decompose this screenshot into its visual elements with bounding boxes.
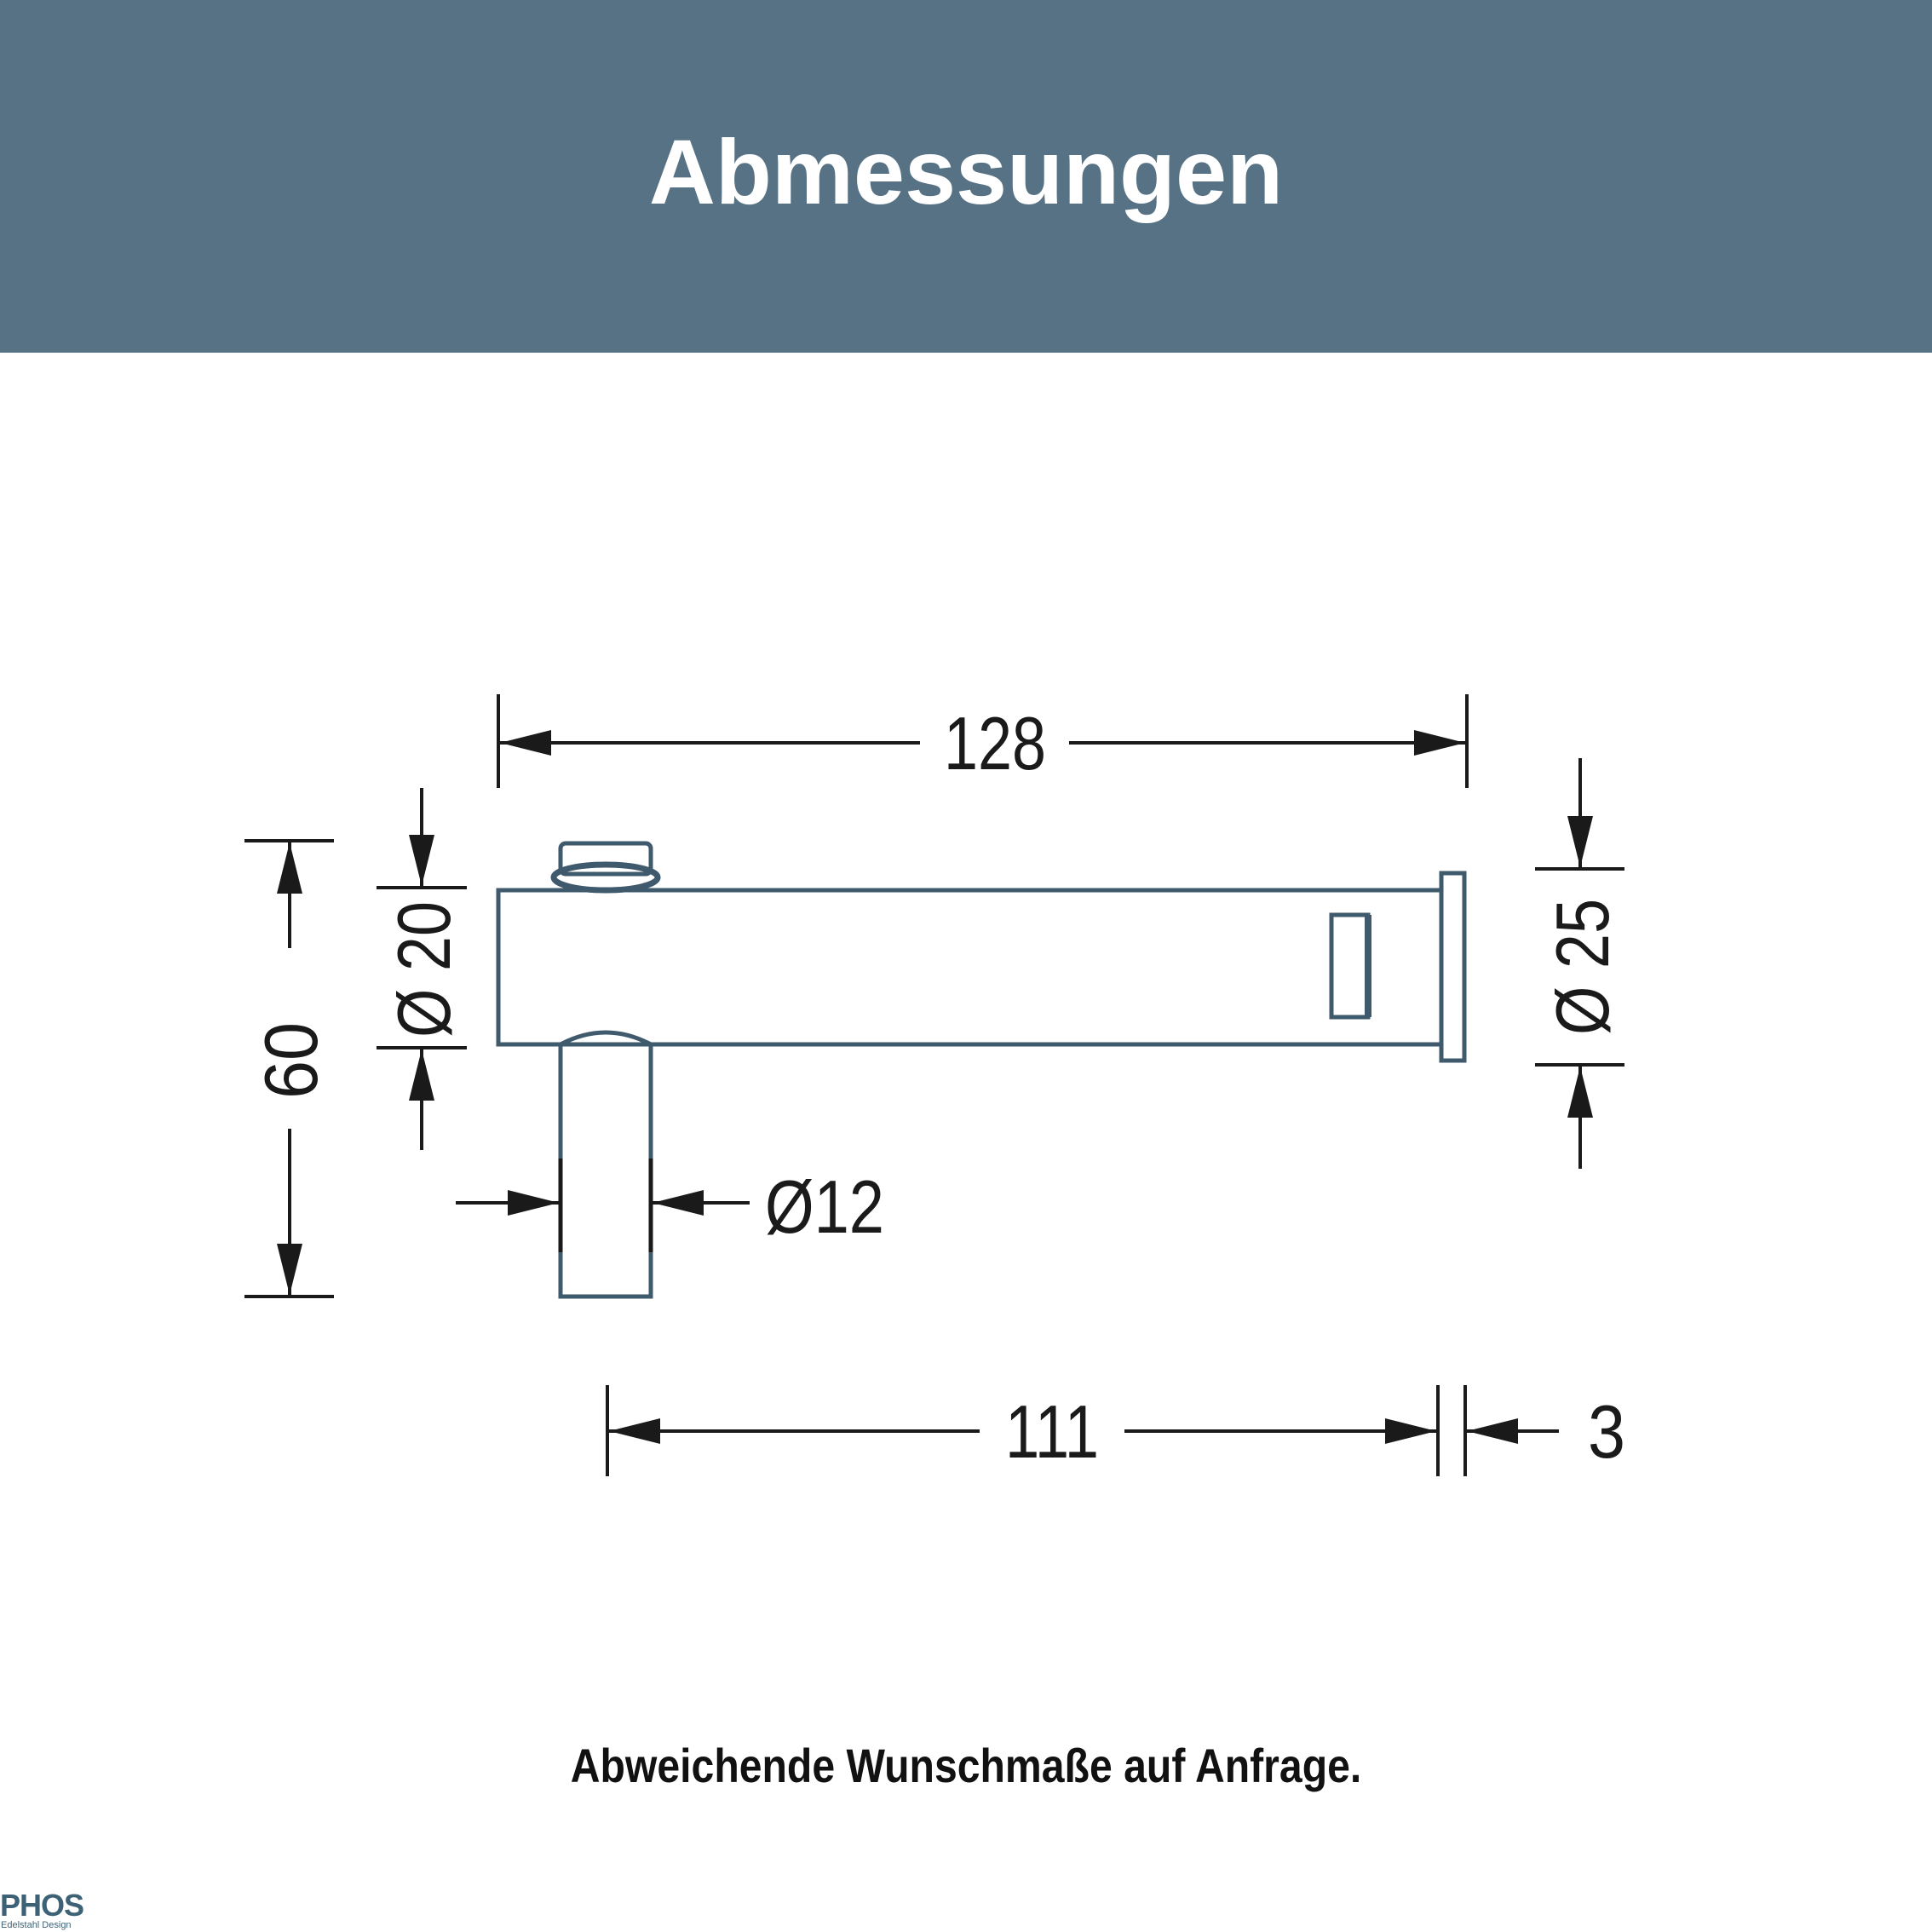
dimension-lines (244, 694, 1624, 1476)
control-knob (558, 841, 653, 877)
faucet-outline (496, 841, 1467, 1299)
control-knob-ring (550, 861, 661, 894)
dim-flange-thickness: 3 (1588, 1389, 1625, 1474)
dim-height: 60 (249, 1022, 333, 1099)
outlet-pipe (558, 1030, 653, 1299)
spout-body (496, 888, 1441, 1047)
logo-wordmark: PHOS (0, 1888, 84, 1923)
dim-flange-diameter: Ø 25 (1540, 899, 1624, 1035)
brand-logo: PHOS Edelstahl Design (0, 1888, 102, 1932)
custom-sizes-note: Abweichende Wunschmaße auf Anfrage. (570, 1739, 1362, 1792)
dim-overall-length: 128 (944, 701, 1046, 785)
logo-tagline: Edelstahl Design (1, 1920, 72, 1930)
wall-connector (1329, 912, 1371, 1020)
dim-projection-length: 111 (1005, 1389, 1099, 1474)
wall-flange (1439, 871, 1467, 1063)
dimension-labels: 128 60 Ø 20 Ø 25 Ø12 111 3 (249, 701, 1625, 1474)
page-title: Abmessungen (648, 119, 1284, 223)
header-banner: Abmessungen (0, 0, 1932, 353)
dim-spout-diameter: Ø12 (765, 1164, 884, 1249)
dim-body-diameter: Ø 20 (382, 901, 466, 1038)
